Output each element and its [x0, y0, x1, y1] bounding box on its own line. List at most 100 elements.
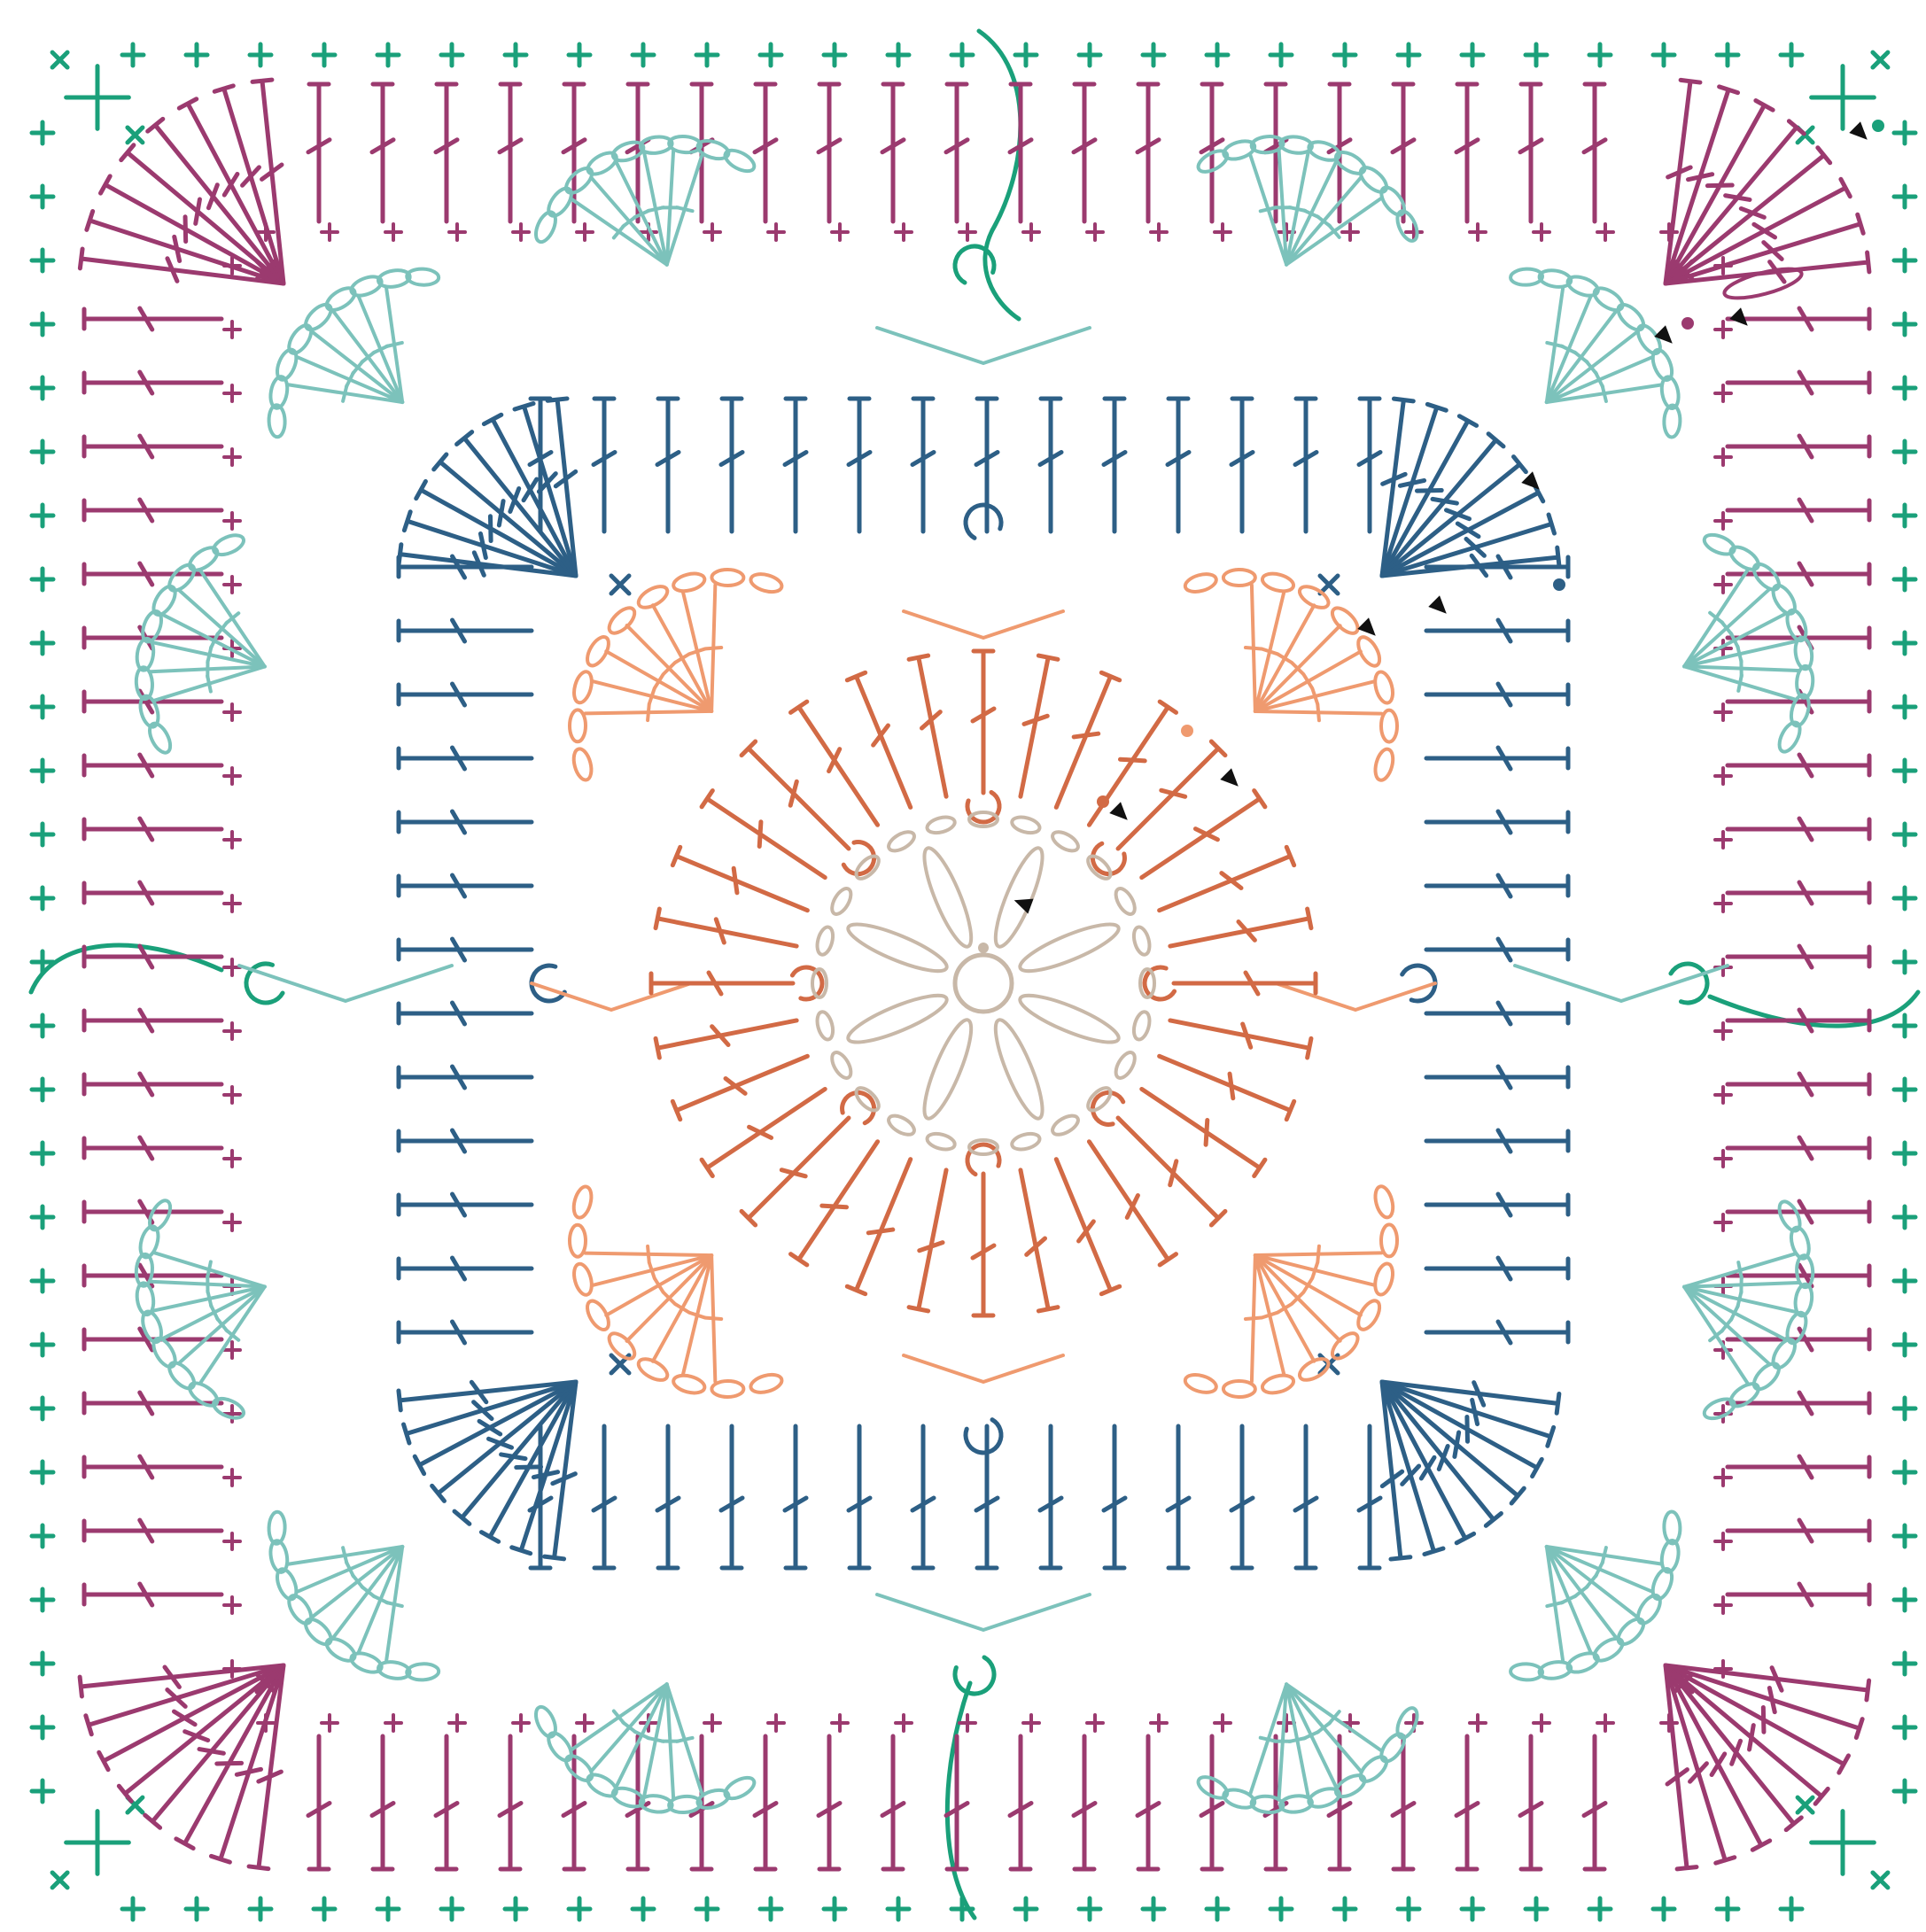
treble-stitch: [882, 1736, 904, 1869]
base-stitch: [322, 1715, 338, 1731]
base-stitch: [224, 449, 240, 465]
treble-stitch: [399, 1258, 532, 1279]
petal-chain: [1727, 1379, 1762, 1410]
cluster-slash: [648, 1246, 649, 1262]
treble-stitch: [755, 1736, 776, 1869]
fasten-off-icon: [947, 1683, 975, 1918]
base-stitch: [224, 1597, 240, 1613]
sc-stitch: [1894, 1525, 1915, 1547]
radial-treble: [1160, 1056, 1294, 1119]
base-stitch: [1715, 768, 1731, 784]
cluster-slash: [1317, 704, 1319, 720]
spoke-chain: [1015, 987, 1123, 1051]
base-stitch: [1715, 513, 1731, 529]
base-stitch: [1715, 832, 1731, 848]
sc-stitch: [1894, 505, 1915, 526]
treble-stitch: [721, 1426, 742, 1568]
petal-chain: [711, 1381, 743, 1397]
join-loop-icon: [966, 505, 1001, 538]
treble-stitch: [84, 308, 221, 330]
treble-stitch: [84, 1137, 221, 1159]
treble-stitch: [1359, 1426, 1380, 1568]
treble-stitch: [1426, 620, 1568, 641]
treble-stitch: [819, 84, 840, 221]
petal-chain: [301, 1615, 335, 1649]
cluster-slash: [689, 1313, 704, 1318]
treble-stitch: [84, 1520, 221, 1541]
radial-treble: [656, 909, 796, 946]
petal-chain: [571, 1184, 594, 1219]
treble-stitch: [1295, 1426, 1316, 1568]
sc-stitch: [32, 441, 53, 462]
base-stitch: [1715, 896, 1731, 912]
treble-stitch: [1584, 1736, 1605, 1869]
petal-chain: [749, 1371, 784, 1395]
base-stitch: [1715, 1470, 1731, 1486]
round-5-petals: [136, 136, 1814, 1814]
sc-stitch: [760, 1898, 781, 1920]
base-stitch: [224, 768, 240, 784]
treble-stitch: [1728, 563, 1869, 585]
treble-stitch: [399, 684, 532, 705]
fasten-off-icon: [31, 945, 221, 992]
cluster-slash: [1317, 1246, 1319, 1262]
treble-stitch: [1728, 308, 1869, 330]
corner-sc-cluster: [36, 1781, 158, 1903]
sc-stitch: [1398, 1898, 1419, 1920]
sc-stitch: [505, 1898, 526, 1920]
connector-chain: [877, 1594, 1090, 1630]
sc-stitch: [1894, 1334, 1915, 1355]
treble-stitch: [1456, 1736, 1478, 1869]
sc-stitch: [1781, 1898, 1802, 1920]
base-stitch: [1715, 322, 1731, 338]
treble-stitch: [436, 84, 457, 221]
sc-stitch: [1143, 1898, 1164, 1920]
direction-triangle-icon: [1521, 471, 1545, 495]
sc-stitch: [32, 888, 53, 909]
sc-stitch: [1398, 44, 1419, 66]
start-dot-icon: [1553, 578, 1565, 591]
sc-stitch: [888, 1898, 909, 1920]
petal-chain: [1184, 1371, 1218, 1395]
sc-stitch: [32, 1398, 53, 1419]
sc-stitch: [1894, 441, 1915, 462]
base-stitch: [577, 224, 593, 240]
cluster-slash: [1603, 385, 1606, 400]
treble-stitch: [1168, 1426, 1189, 1568]
petal-chain: [1614, 1615, 1648, 1649]
base-stitch: [704, 1715, 720, 1731]
sc-stitch: [377, 1898, 399, 1920]
sc-stitch: [377, 44, 399, 66]
petal-chain: [1356, 1752, 1391, 1785]
base-stitch: [1151, 1715, 1167, 1731]
base-stitch: [224, 1023, 240, 1039]
petal-chain: [562, 164, 596, 198]
petal-chain: [1372, 747, 1396, 781]
base-stitch: [1534, 224, 1549, 240]
cluster-slash: [1262, 1313, 1278, 1318]
base-stitch: [577, 1715, 593, 1731]
sc-stitch: [441, 1898, 462, 1920]
petal-chain: [1775, 719, 1804, 755]
sc-stitch: [1894, 824, 1915, 845]
treble-stitch: [946, 84, 967, 221]
base-stitch: [1151, 224, 1167, 240]
base-stitch: [1715, 577, 1731, 593]
spoke-chain: [987, 843, 1051, 951]
sc-stitch: [122, 44, 144, 66]
treble-stitch: [721, 399, 742, 531]
treble-stitch: [399, 1322, 532, 1343]
sc-stitch: [1894, 1143, 1915, 1164]
treble-stitch: [1295, 399, 1316, 531]
radial-treble: [909, 1170, 946, 1311]
sc-stitch: [1894, 696, 1915, 718]
corner-chain: [1721, 263, 1804, 304]
ring-chain: [1050, 1112, 1082, 1138]
ring-chain: [814, 926, 835, 957]
treble-stitch: [84, 1074, 221, 1095]
treble-stitch: [1040, 399, 1061, 531]
base-stitch: [224, 385, 240, 401]
base-stitch: [1715, 385, 1731, 401]
petal-chain: [211, 531, 246, 559]
petal-chain: [1372, 670, 1396, 704]
